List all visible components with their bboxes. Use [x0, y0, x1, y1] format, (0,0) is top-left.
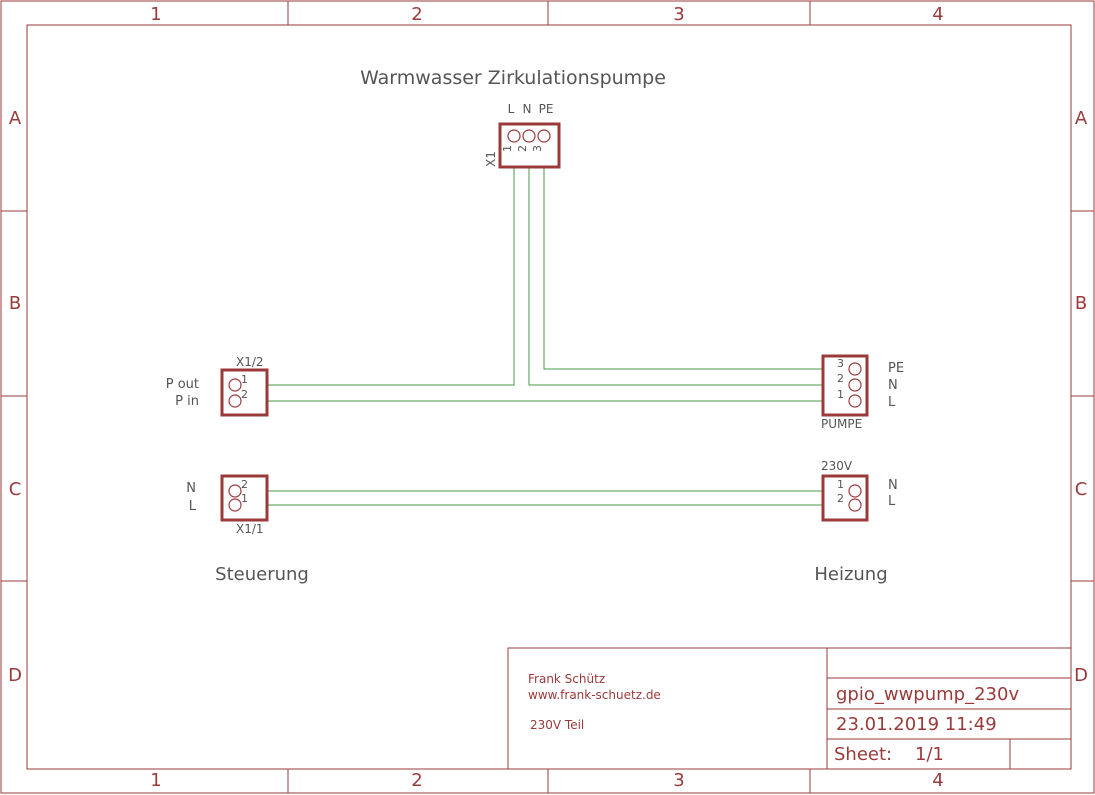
group-label-steuerung: Steuerung [215, 564, 309, 585]
pumpe-label-n: N [888, 378, 898, 393]
connector-x1: L N PE 1 2 3 X1 [484, 102, 561, 169]
row-label: B [1075, 293, 1087, 314]
x1-pin-number: 1 [501, 145, 514, 152]
col-label: 3 [673, 770, 684, 791]
pumpe-label-pe: PE [888, 361, 904, 376]
x1-2-pin-number: 1 [241, 373, 248, 386]
connector-230v: 230V 1 2 N L [821, 459, 898, 522]
x1-pin-number: 2 [516, 145, 529, 152]
x1-name: X1 [484, 151, 498, 167]
col-label: 4 [932, 4, 943, 25]
row-label: D [1074, 665, 1088, 686]
row-label: D [8, 665, 22, 686]
x1-2-pin [228, 378, 242, 392]
sheet-description: 230V Teil [530, 718, 584, 732]
v230-pin-number: 1 [837, 478, 844, 491]
row-label: B [9, 293, 21, 314]
author-name: Frank Schütz [528, 672, 605, 686]
x1-pin-number: 3 [531, 145, 544, 152]
x1-2-body [220, 368, 269, 417]
col-label: 3 [673, 4, 684, 25]
wire-n-pumpe [528, 143, 855, 386]
x1-label-n: N [523, 102, 532, 116]
sheet-number: 1/1 [915, 744, 944, 765]
author-website: www.frank-schuetz.de [528, 688, 661, 702]
v230-label-l: L [888, 494, 896, 509]
x1-pin [507, 129, 521, 143]
row-label: A [9, 108, 22, 129]
x1-2-pin-number: 2 [241, 388, 248, 401]
x1-label-l: L [508, 102, 515, 116]
v230-pin [848, 484, 862, 498]
pumpe-pin [848, 378, 862, 392]
x1-1-label-l: L [189, 499, 197, 514]
connector-x1-2: X1/2 1 2 P out P in [166, 355, 269, 417]
diagram-title: Warmwasser Zirkulationspumpe [360, 67, 666, 89]
col-label: 2 [411, 770, 422, 791]
pumpe-pin-number: 3 [837, 357, 844, 370]
wires [245, 143, 855, 506]
v230-pin-number: 2 [837, 492, 844, 505]
x1-1-name: X1/1 [236, 522, 264, 536]
x1-2-pin [228, 394, 242, 408]
x1-label-pe: PE [539, 102, 554, 116]
row-label: C [9, 479, 22, 500]
x1-1-label-n: N [186, 481, 196, 496]
connector-x1-1: 2 1 N L X1/1 [186, 474, 269, 536]
col-label: 4 [932, 770, 943, 791]
x1-2-name: X1/2 [236, 355, 264, 369]
x1-1-pin-number: 2 [241, 478, 248, 491]
title-block: Frank Schütz www.frank-schuetz.de 230V T… [507, 647, 1072, 770]
v230-name: 230V [821, 459, 853, 473]
file-name: gpio_wwpump_230v [836, 684, 1019, 705]
pumpe-label-l: L [888, 395, 896, 410]
v230-label-n: N [888, 478, 898, 493]
x1-1-pin-number: 1 [241, 492, 248, 505]
pumpe-name: PUMPE [821, 417, 862, 431]
v230-pin [848, 498, 862, 512]
pumpe-pin-number: 2 [837, 372, 844, 385]
connector-pumpe: 3 2 1 PE N L PUMPE [821, 354, 904, 431]
col-label: 1 [150, 770, 161, 791]
col-label: 1 [150, 4, 161, 25]
pumpe-pin [848, 362, 862, 376]
pumpe-pin [848, 394, 862, 408]
pumpe-pin-number: 1 [837, 388, 844, 401]
x1-1-body [220, 474, 269, 522]
x1-1-pin [228, 484, 242, 498]
wire-l-pout [245, 143, 515, 386]
x1-pin [537, 129, 551, 143]
row-label: A [1075, 108, 1088, 129]
date-time: 23.01.2019 11:49 [836, 714, 997, 735]
row-label: C [1075, 479, 1088, 500]
sheet-label: Sheet: [834, 744, 892, 765]
wire-pe-pumpe [543, 143, 855, 370]
x1-1-pin [228, 498, 242, 512]
group-label-heizung: Heizung [814, 564, 887, 585]
x1-2-label-pout: P out [166, 377, 199, 392]
x1-pin [522, 129, 536, 143]
v230-body [821, 474, 869, 522]
col-label: 2 [411, 4, 422, 25]
x1-2-label-pin: P in [175, 394, 199, 409]
